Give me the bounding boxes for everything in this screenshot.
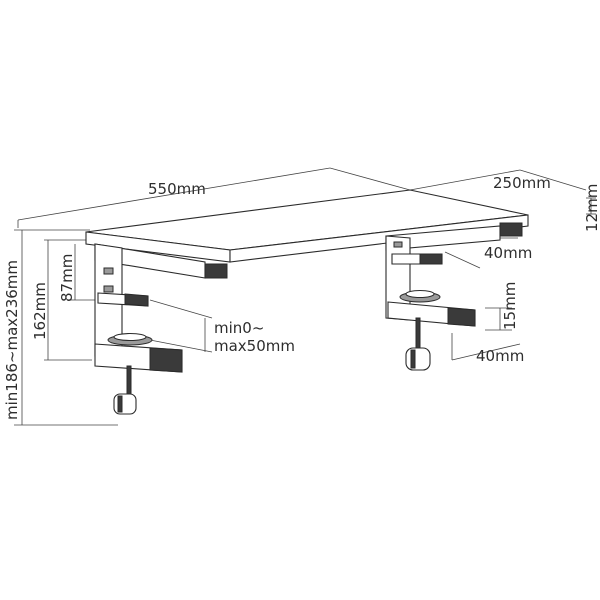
width-label: 550mm (148, 180, 206, 198)
clamp-range-line1: min0~ (214, 319, 264, 337)
bracket-depth-label: 40mm (484, 244, 532, 262)
jaw-height-label: 15mm (501, 282, 519, 330)
jaw-depth-label: 40mm (476, 347, 524, 365)
dimension-lines (14, 167, 596, 426)
shelf-board (85, 189, 529, 263)
bracket-height-label: 162mm (31, 282, 49, 340)
total-height-label: min186~max236mm (3, 260, 21, 420)
left-bracket (94, 243, 228, 415)
thickness-label: 12mm (583, 184, 600, 232)
clamp-range-line2: max50mm (214, 337, 295, 355)
right-bracket (385, 222, 523, 371)
upper-gap-label: 87mm (58, 254, 76, 302)
depth-label: 250mm (493, 174, 551, 192)
